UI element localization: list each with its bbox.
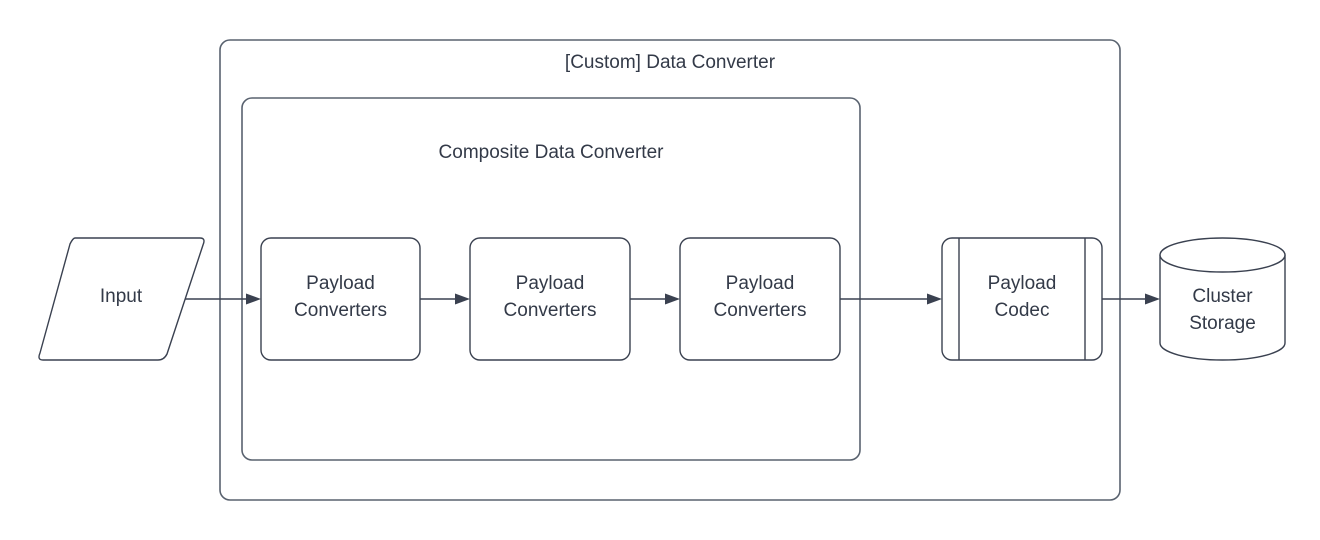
node-cluster-storage[interactable]: Cluster Storage (1159, 237, 1286, 361)
edge-payload-converters-3-to-payload-codec (840, 293, 942, 305)
edge-payload-converters-2-to-payload-converters-3 (630, 293, 680, 305)
edge-payload-codec-to-cluster-storage-arrowhead (1145, 293, 1160, 305)
node-payload-converters-1-label-line-2: Converters (294, 300, 387, 321)
node-payload-codec-shape (941, 237, 1103, 361)
node-cluster-storage-top (1159, 237, 1286, 273)
node-payload-codec-label-line-1: Payload (988, 273, 1057, 294)
node-payload-converters-2-label-line-2: Converters (504, 300, 597, 321)
container-composite-data-converter-border (241, 97, 861, 461)
edge-payload-codec-to-cluster-storage (1102, 293, 1160, 305)
container-custom-data-converter-border (219, 39, 1121, 501)
node-payload-converters-3-label-line-1: Payload (726, 273, 795, 294)
node-payload-converters-1-shape (260, 237, 421, 361)
container-custom-data-converter-label: [Custom] Data Converter (565, 52, 776, 73)
node-payload-converters-1[interactable]: Payload Converters (260, 237, 421, 361)
node-payload-converters-3-label-line-2: Converters (714, 300, 807, 321)
node-payload-converters-2-label-line-1: Payload (516, 273, 585, 294)
node-cluster-storage-label-line-1: Cluster (1192, 286, 1253, 307)
node-payload-converters-3[interactable]: Payload Converters (679, 237, 841, 361)
edge-payload-converters-1-to-payload-converters-2-arrowhead (455, 293, 470, 305)
node-payload-converters-2[interactable]: Payload Converters (469, 237, 631, 361)
node-input-shape (38, 237, 205, 361)
edge-input-to-payload-converters-1-arrowhead (246, 293, 261, 305)
container-custom-data-converter[interactable]: [Custom] Data Converter (219, 39, 1121, 501)
node-payload-converters-3-shape (679, 237, 841, 361)
edge-payload-converters-1-to-payload-converters-2 (420, 293, 470, 305)
node-input-label: Input (100, 286, 143, 307)
container-composite-data-converter-label: Composite Data Converter (439, 142, 665, 163)
node-payload-codec[interactable]: Payload Codec (941, 237, 1103, 361)
edge-input-to-payload-converters-1 (185, 293, 261, 305)
node-input[interactable]: Input (38, 237, 205, 361)
node-payload-converters-1-label-line-1: Payload (306, 273, 375, 294)
edge-payload-converters-2-to-payload-converters-3-arrowhead (665, 293, 680, 305)
node-cluster-storage-body (1159, 254, 1286, 361)
node-payload-codec-label-line-2: Codec (995, 300, 1050, 321)
container-composite-data-converter[interactable]: Composite Data Converter (241, 97, 861, 461)
node-payload-converters-2-shape (469, 237, 631, 361)
edge-payload-converters-3-to-payload-codec-arrowhead (927, 293, 942, 305)
node-cluster-storage-label-line-2: Storage (1189, 313, 1256, 334)
